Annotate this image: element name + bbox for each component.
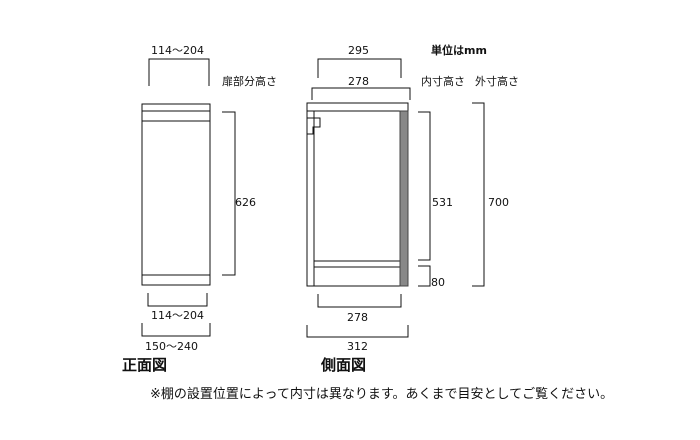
side-back-panel [399,110,409,287]
front-bottom-inner-width-label: 114～204 [151,309,204,322]
side-cabinet-body [306,102,409,287]
side-bottom-inner-depth-label: 278 [347,311,368,324]
outer-height-header: 外寸高さ [475,74,519,88]
inner-height-header: 内寸高さ [421,74,465,88]
side-outer-height-bracket [472,102,485,287]
side-inner-height-bracket [418,111,431,261]
disclaimer-note: ※棚の設置位置によって内寸は異なります。あくまで目安としてご覧ください。 [150,386,613,402]
side-bottom-outer-bracket [306,325,409,338]
side-top-outer-depth-label: 295 [348,44,369,57]
front-bottom-outer-width-label: 150～240 [145,340,198,353]
side-top-inner-depth-label: 278 [348,75,369,88]
side-view [306,58,485,338]
side-hinge-detail [307,117,321,135]
side-view-title: 側面図 [320,356,366,374]
side-inner-height-value: 531 [432,196,453,209]
side-base-height-value: 80 [431,276,445,289]
door-height-header: 扉部分高さ [222,74,277,88]
side-bottom-outer-depth-label: 312 [347,340,368,353]
side-base-height-bracket [418,265,431,287]
front-cabinet-body [141,103,211,286]
front-view-title: 正面図 [122,356,167,374]
front-top-width-bracket [148,58,210,86]
side-outer-height-value: 700 [488,196,509,209]
front-door-height-value: 626 [235,196,256,209]
units-label: 単位はmm [431,43,487,57]
front-top-width-label: 114～204 [151,44,204,57]
front-view [141,58,236,337]
side-top-outer-bracket [317,58,402,78]
front-door-height-bracket [222,111,236,276]
side-top-inner-bracket [311,87,411,100]
front-bottom-outer-bracket [141,323,211,337]
side-bottom-inner-bracket [317,294,402,308]
front-bottom-inner-bracket [147,293,208,307]
